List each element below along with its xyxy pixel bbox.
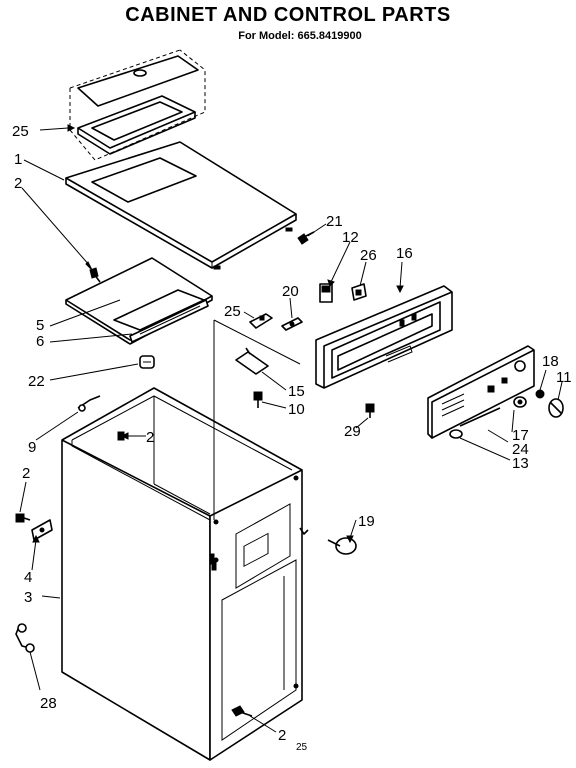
model-subtitle: For Model: 665.8419900 [238, 30, 362, 42]
part-2-screw-top [89, 267, 101, 283]
part-9-hinge [77, 395, 101, 412]
callout-23: 25 [12, 123, 29, 140]
part-26-clip [351, 283, 367, 301]
part-23-lid-assembly [69, 49, 206, 161]
page-number: 25 [296, 742, 308, 753]
part-11-knob [548, 398, 564, 418]
callout-24: 24 [512, 441, 529, 458]
part-16-console [315, 285, 453, 389]
part-2-screw-bottom [231, 705, 253, 717]
callout-20: 20 [282, 283, 299, 300]
part-28-wire-harness [15, 623, 35, 653]
part-3-cabinet [61, 319, 303, 761]
callout-3: 3 [24, 589, 32, 606]
callout-16: 16 [396, 245, 413, 262]
callout-9: 9 [28, 439, 36, 456]
callout-11: 11 [556, 369, 572, 386]
callout-labels: 25 1 2 21 12 26 16 20 25 5 6 22 15 10 18… [12, 123, 572, 744]
callout-26: 26 [360, 247, 377, 264]
callout-2-left: 2 [22, 465, 30, 482]
part-12-switch [319, 283, 333, 303]
callout-18: 18 [542, 353, 559, 370]
callout-5: 5 [36, 317, 44, 334]
callout-1: 1 [14, 151, 22, 168]
part-2-screw-left [15, 513, 31, 523]
part-20-bracket [281, 317, 303, 331]
callout-2-bottom: 2 [278, 727, 286, 744]
part-29-screw [365, 403, 375, 418]
callout-13: 13 [512, 455, 529, 472]
callout-12: 12 [342, 229, 359, 246]
callout-22: 22 [28, 373, 45, 390]
part-15-lever [235, 347, 269, 375]
part-21-screw [297, 231, 315, 245]
callout-2-top: 2 [14, 175, 22, 192]
part-22-clip [139, 355, 155, 369]
callout-4: 4 [24, 569, 32, 586]
callout-29: 29 [344, 423, 361, 440]
callout-21: 21 [326, 213, 343, 230]
part-10-screw [253, 391, 263, 408]
leader-lines [19, 124, 563, 733]
page-title: CABINET AND CONTROL PARTS [125, 4, 451, 26]
callout-28: 28 [40, 695, 57, 712]
callout-15: 15 [288, 383, 305, 400]
part-1-top-panel [65, 141, 297, 270]
callout-17: 17 [512, 427, 529, 444]
callout-19: 19 [358, 513, 375, 530]
part-5-shelf [65, 257, 213, 345]
part-18-washer [535, 389, 545, 399]
callout-10: 10 [288, 401, 305, 418]
part-19-knob [299, 527, 357, 555]
part-17-knob [513, 396, 527, 408]
callout-2-mid: 2 [146, 429, 154, 446]
part-13-knob [449, 429, 463, 439]
part-25-bracket [249, 313, 273, 329]
callout-25: 25 [224, 303, 241, 320]
callout-6: 6 [36, 333, 44, 350]
part-24-control-panel [427, 345, 535, 439]
part-4-bracket [31, 519, 53, 541]
